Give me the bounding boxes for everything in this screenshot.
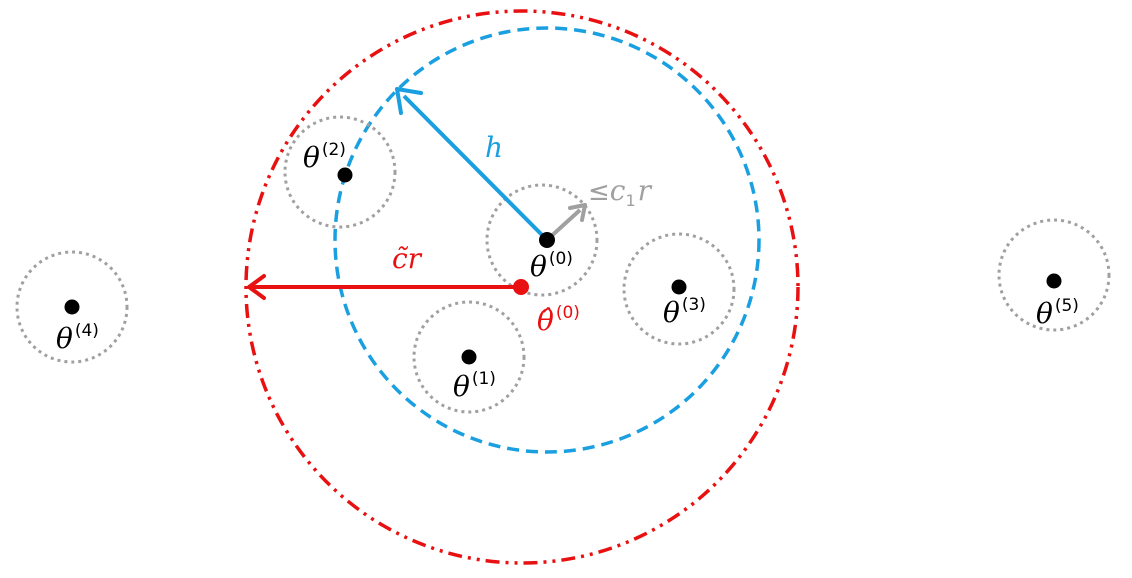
point-theta-hat-0 xyxy=(513,279,529,295)
point-theta-1 xyxy=(461,349,477,365)
ball-theta-3 xyxy=(622,232,736,346)
label-ctilde-r: c̃r xyxy=(392,242,423,275)
outer-red-ball xyxy=(244,9,800,565)
label-theta-4: θ(4) xyxy=(56,321,99,355)
label-theta-2: θ(2) xyxy=(303,140,346,174)
ball-theta-0 xyxy=(485,183,599,297)
ball-theta-4 xyxy=(15,250,129,364)
label-theta-1: θ(1) xyxy=(453,369,496,403)
label-theta-0: θ(0) xyxy=(530,249,573,283)
blue-ball-h xyxy=(333,26,761,454)
label-le-c1-r: ≤c1r xyxy=(588,174,653,210)
ctilde-r-arrowhead xyxy=(247,274,266,300)
h-arrowhead xyxy=(395,87,423,115)
label-theta-5: θ(5) xyxy=(1036,296,1079,330)
point-theta-4 xyxy=(64,299,80,315)
label-theta-3: θ(3) xyxy=(663,295,706,329)
point-theta-0 xyxy=(539,232,555,248)
point-theta-2 xyxy=(337,167,353,183)
label-theta-hat-0: θ̂(0) xyxy=(537,303,580,337)
ball-theta-5 xyxy=(997,218,1111,332)
h-arrow xyxy=(402,94,549,242)
label-h: h xyxy=(485,131,503,164)
c1r-arrowhead xyxy=(568,203,587,222)
ball-theta-2 xyxy=(283,115,397,229)
ball-theta-1 xyxy=(412,300,526,414)
point-theta-3 xyxy=(671,279,687,295)
point-theta-5 xyxy=(1046,273,1062,289)
